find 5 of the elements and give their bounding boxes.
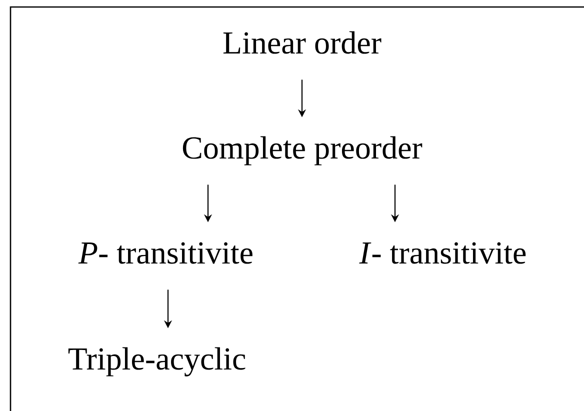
node-label: P- transitivite [78, 242, 252, 264]
node-label: Linear order [223, 31, 382, 54]
node-label: Triple-acyclic [68, 347, 246, 376]
node-label: Complete preorder [182, 136, 422, 166]
node-label: I- transitivite [359, 242, 526, 264]
